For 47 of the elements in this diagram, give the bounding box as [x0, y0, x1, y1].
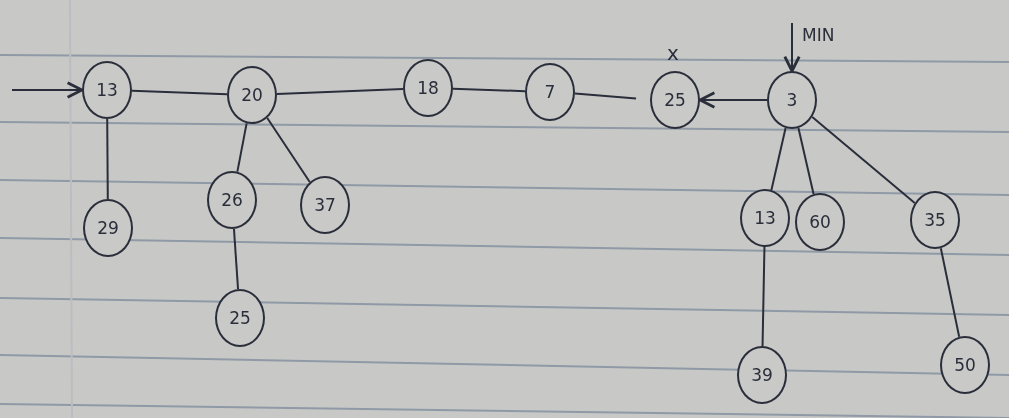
node-value: 13: [96, 80, 118, 100]
node-value: 29: [97, 218, 119, 238]
connector-line: [939, 247, 961, 338]
connector-line: [573, 92, 638, 100]
circle-node: [403, 59, 453, 117]
node-value: 37: [314, 195, 336, 215]
connector-line: [131, 89, 228, 96]
circle-node: [525, 63, 575, 121]
connector-line: [797, 127, 815, 195]
connector-line: [452, 87, 526, 93]
node-value: 25: [664, 90, 686, 110]
connector-line: [232, 227, 240, 291]
circle-node: [740, 189, 790, 247]
arrow: [783, 22, 801, 73]
connector-line: [106, 118, 109, 200]
node-value: 13: [754, 208, 776, 228]
node-value: 20: [241, 85, 263, 105]
circle-node: [737, 346, 787, 404]
circle-node: [650, 71, 700, 129]
node-value: 60: [809, 212, 831, 232]
circle-node: [227, 66, 277, 124]
node-value: 7: [544, 82, 556, 102]
node-value: 50: [954, 355, 976, 375]
circle-node: [215, 289, 265, 347]
circle-node: [207, 171, 257, 229]
connector-line: [276, 88, 404, 95]
connector-line: [266, 117, 311, 183]
circle-node: [910, 191, 960, 249]
arrow: [11, 81, 84, 99]
circle-node: [940, 336, 990, 394]
node-value: 39: [751, 365, 773, 385]
node-value: 18: [417, 78, 439, 98]
deleted-mark: x: [667, 41, 679, 65]
circle-node: [767, 71, 817, 129]
circle-node: [300, 176, 350, 234]
circle-node: [82, 61, 132, 119]
node-value: 3: [786, 90, 798, 110]
connector-line: [811, 116, 916, 204]
node-value: 35: [924, 210, 946, 230]
arrow: [698, 91, 768, 109]
node-value: 25: [229, 308, 251, 328]
circle-node: [795, 193, 845, 251]
node-value: 26: [221, 190, 243, 210]
connector-line: [236, 122, 248, 173]
circle-node: [83, 199, 133, 257]
connector-line: [761, 246, 766, 347]
connector-line: [770, 127, 787, 191]
